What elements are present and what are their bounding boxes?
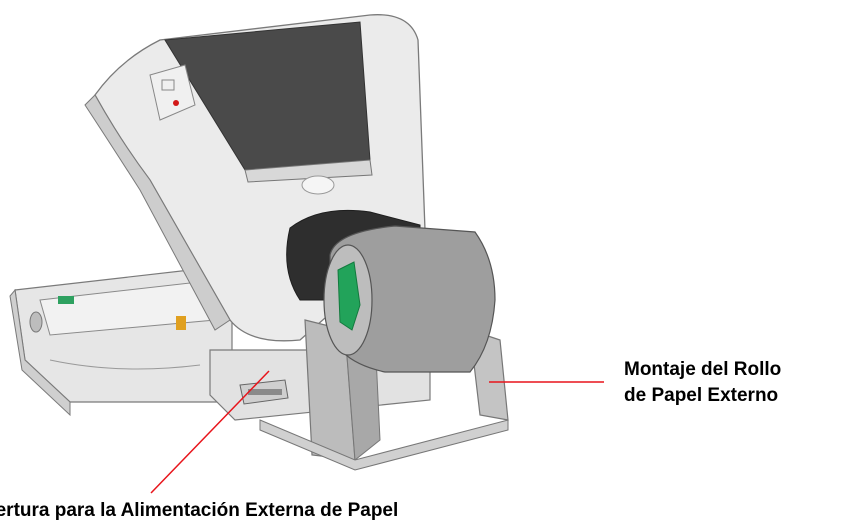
roll-mount-label-line1: Montaje del Rollo <box>624 359 782 380</box>
leader-line-feed-opening <box>150 370 270 494</box>
roll-mount-label-line2: de Papel Externo <box>624 385 779 406</box>
roll-mount-stand <box>259 319 509 471</box>
roll-mount-label: Montaje del Rollo de Papel Externo <box>624 357 781 409</box>
printer-base <box>9 269 233 417</box>
paper-roll <box>323 225 496 373</box>
feed-opening-label: pertura para la Alimentación Externa de … <box>0 500 399 521</box>
